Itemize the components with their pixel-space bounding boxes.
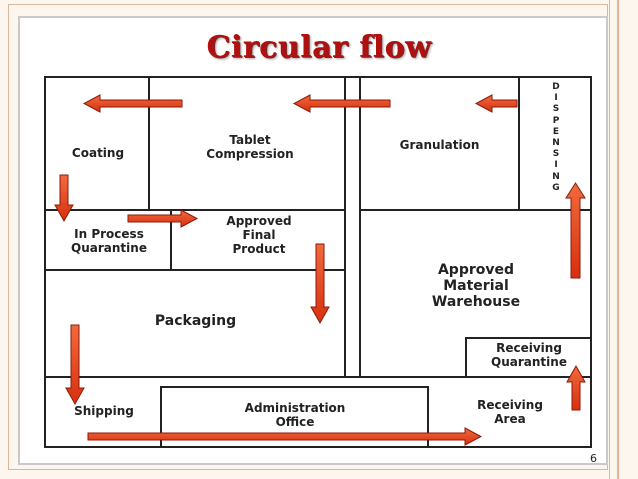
room-receiving-area: Receiving Area bbox=[477, 398, 543, 426]
wall bbox=[465, 337, 591, 377]
flow-arrow bbox=[474, 94, 518, 113]
dispensing-letter: S bbox=[552, 149, 560, 160]
dispensing-letter: S bbox=[552, 104, 560, 115]
slide-border-line bbox=[617, 0, 619, 479]
dispensing-letter: I bbox=[554, 160, 558, 171]
room-approved-material-warehouse: Approved Material Warehouse bbox=[431, 262, 521, 311]
dispensing-letter: N bbox=[552, 171, 560, 182]
room-approved-final-product: Approved Final Product bbox=[226, 214, 292, 256]
dispensing-letter: N bbox=[552, 138, 560, 149]
flow-arrow bbox=[82, 94, 183, 113]
slide-title: Circular flow bbox=[206, 30, 432, 65]
slide-border-line bbox=[609, 0, 610, 479]
dispensing-letter: E bbox=[552, 126, 560, 137]
room-coating: Coating bbox=[71, 146, 125, 160]
room-granulation: Granulation bbox=[399, 138, 480, 152]
room-shipping: Shipping bbox=[74, 404, 134, 418]
room-tablet-compression: Tablet Compression bbox=[206, 133, 294, 161]
dispensing-letter: I bbox=[554, 93, 558, 104]
flow-arrow bbox=[87, 427, 483, 446]
slide-content-area bbox=[18, 16, 608, 465]
flow-arrow bbox=[65, 324, 85, 406]
room-in-process-quarantine: In Process Quarantine bbox=[71, 227, 147, 255]
flow-arrow bbox=[565, 182, 586, 279]
flow-arrow bbox=[292, 94, 391, 113]
wall bbox=[160, 386, 429, 447]
room-packaging: Packaging bbox=[154, 313, 237, 329]
room-administration-office: Administration Office bbox=[244, 401, 346, 429]
flow-arrow bbox=[54, 174, 74, 223]
flow-arrow bbox=[310, 243, 330, 325]
flow-arrow bbox=[127, 209, 199, 228]
building-outline bbox=[44, 76, 592, 448]
dispensing-letter: D bbox=[552, 82, 560, 92]
flow-arrow bbox=[566, 364, 586, 411]
dispensing-letter: G bbox=[552, 182, 560, 193]
dispensing-letter: P bbox=[552, 115, 560, 126]
page-number: 6 bbox=[590, 452, 597, 465]
room-receiving-quarantine: Receiving Quarantine bbox=[491, 341, 567, 369]
